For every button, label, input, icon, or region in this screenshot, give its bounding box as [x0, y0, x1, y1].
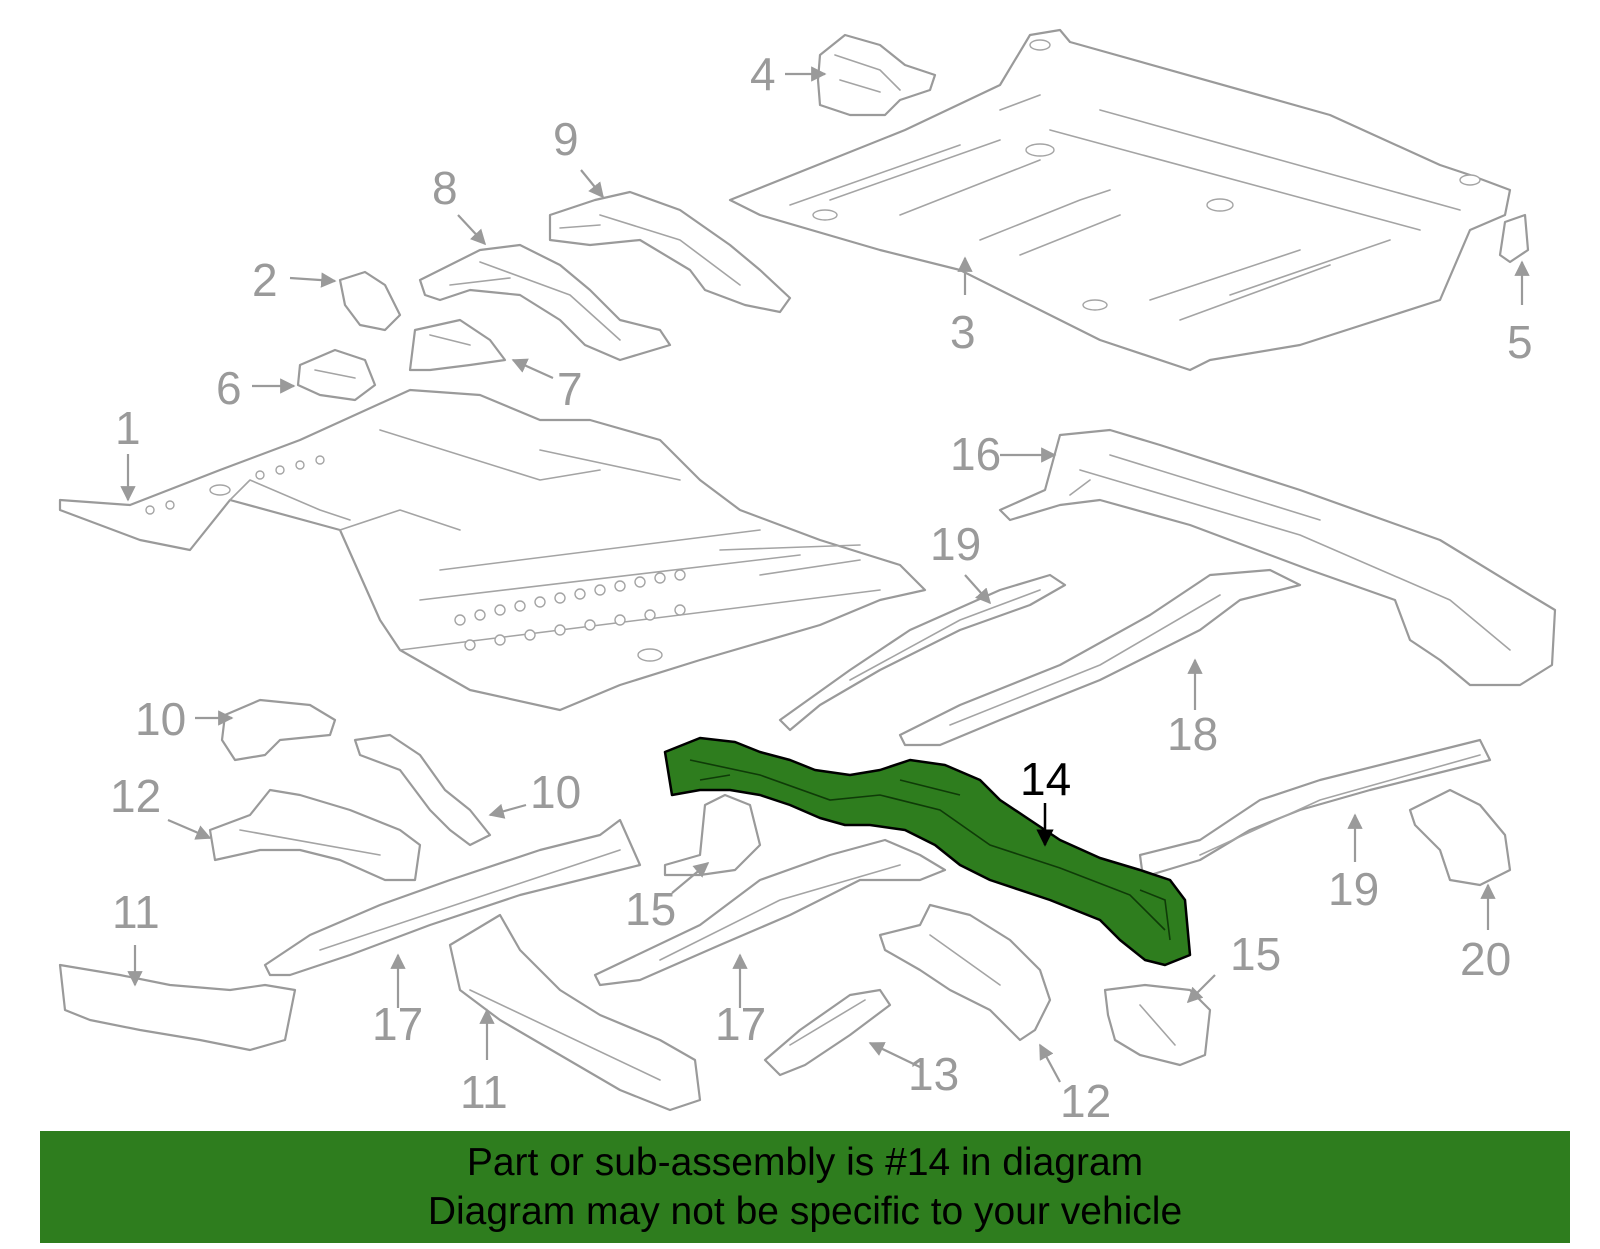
part-12-left-bracket: [208, 788, 422, 882]
part-3-rear-floor-pan: [728, 28, 1512, 372]
callout-2: 2: [252, 254, 278, 306]
callout-8: 8: [432, 162, 458, 214]
part-13-plate: [763, 988, 892, 1077]
part-6-bracket: [296, 348, 377, 402]
callout-9: 9: [553, 113, 579, 165]
part-16-rear-frame: [998, 428, 1557, 687]
part-12-right-bracket: [878, 903, 1052, 1042]
banner-line-2: Diagram may not be specific to your vehi…: [427, 1190, 1183, 1233]
callout-4: 4: [750, 48, 776, 100]
leader-arrows: [120, 66, 1530, 1083]
callout-15-right: 15: [1230, 928, 1281, 980]
callout-15-center: 15: [625, 883, 676, 935]
front-floor-holes: [145, 455, 686, 662]
callout-5: 5: [1507, 316, 1533, 368]
part-1-front-floor-pan: [58, 388, 927, 712]
banner-line-1: Part or sub-assembly is #14 in diagram: [466, 1141, 1144, 1184]
part-7-bracket: [408, 318, 507, 372]
part-11-center-rail: [448, 913, 702, 1112]
callout-11-left: 11: [112, 886, 160, 938]
callout-7: 7: [557, 363, 583, 415]
callout-10-left: 10: [135, 693, 186, 745]
part-20-bracket: [1408, 788, 1512, 887]
callout-17-left: 17: [372, 998, 423, 1050]
part-17-left-rail: [263, 818, 642, 977]
callout-18: 18: [1167, 708, 1218, 760]
part-18-rail: [898, 568, 1302, 747]
callout-16: 16: [950, 428, 1001, 480]
callout-19-lower: 19: [1328, 863, 1379, 915]
callout-20: 20: [1460, 933, 1511, 985]
callout-3: 3: [950, 306, 976, 358]
part-8-crossmember: [418, 243, 672, 362]
part-10-center-bracket: [353, 733, 492, 847]
part-4-bracket: [816, 33, 937, 117]
parts-diagram: 1 2 3 4 5 6 7 8 9 10 10 11 11 12 12 13 1…: [58, 28, 1557, 1120]
part-10-left-bracket: [220, 698, 337, 762]
callout-1: 1: [115, 402, 141, 454]
part-15-right-mount: [1103, 983, 1212, 1067]
callout-12-right: 12: [1060, 1075, 1111, 1120]
callout-12-left: 12: [110, 770, 161, 822]
part-9-crossmember: [548, 190, 792, 314]
callout-14: 14: [1020, 753, 1071, 805]
callout-11-center: 11: [460, 1066, 508, 1118]
callout-19-upper: 19: [930, 518, 981, 570]
part-11-left-rail: [58, 963, 297, 1052]
callout-6: 6: [216, 362, 242, 414]
callout-17-center: 17: [715, 998, 766, 1050]
callout-13: 13: [908, 1048, 959, 1100]
info-banner: Part or sub-assembly is #14 in diagram D…: [40, 1131, 1570, 1243]
part-14-crossmember-highlighted: [663, 736, 1192, 967]
part-15-center-mount: [663, 793, 762, 877]
callout-10-center: 10: [530, 766, 581, 818]
part-5-bracket: [1498, 213, 1530, 264]
callout-labels: 1 2 3 4 5 6 7 8 9 10 10 11 11 12 12 13 1…: [110, 48, 1533, 1120]
part-19-upper-rail: [778, 573, 1067, 732]
part-17-center-rail: [593, 838, 947, 987]
part-19-lower-rail: [1138, 738, 1492, 877]
part-2-bracket: [338, 270, 402, 332]
